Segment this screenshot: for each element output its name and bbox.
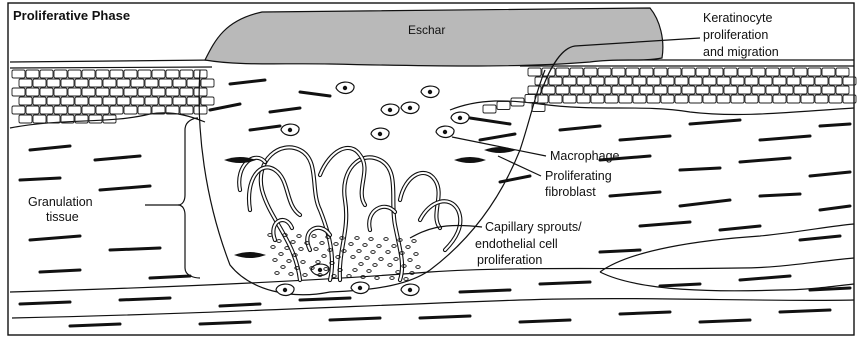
epidermis-left (10, 60, 215, 128)
keratinocyte-label-line2: proliferation (703, 28, 768, 42)
capillary-label-line1: Capillary sprouts/ (485, 220, 582, 234)
granulation-label-line2: tissue (46, 210, 79, 224)
capillary-label-line2: endothelial cell (475, 237, 558, 251)
fibroblast-leader-line (498, 156, 541, 176)
dermis-boundaries (10, 224, 854, 318)
granulation-bracket-lower (178, 205, 200, 278)
eschar-shape (205, 8, 663, 66)
keratinocyte-label-line1: Keratinocyte (703, 11, 773, 25)
keratinocyte-cells-right (483, 68, 856, 113)
keratinocyte-label-line3: and migration (703, 45, 779, 59)
capillary-label-line3: proliferation (477, 253, 542, 267)
eschar-label: Eschar (408, 23, 445, 37)
fibroblast-label-line2: fibroblast (545, 185, 596, 199)
macrophage-label: Macrophage (550, 149, 620, 163)
macrophage-leader-line (452, 137, 546, 156)
fibroblast-label-line1: Proliferating (545, 169, 612, 183)
diagram-title: Proliferative Phase (13, 8, 130, 23)
wound-cells (224, 82, 516, 295)
granulation-leader-line (145, 118, 198, 205)
epidermis-right (450, 60, 856, 115)
granulation-label-line1: Granulation (28, 195, 93, 209)
